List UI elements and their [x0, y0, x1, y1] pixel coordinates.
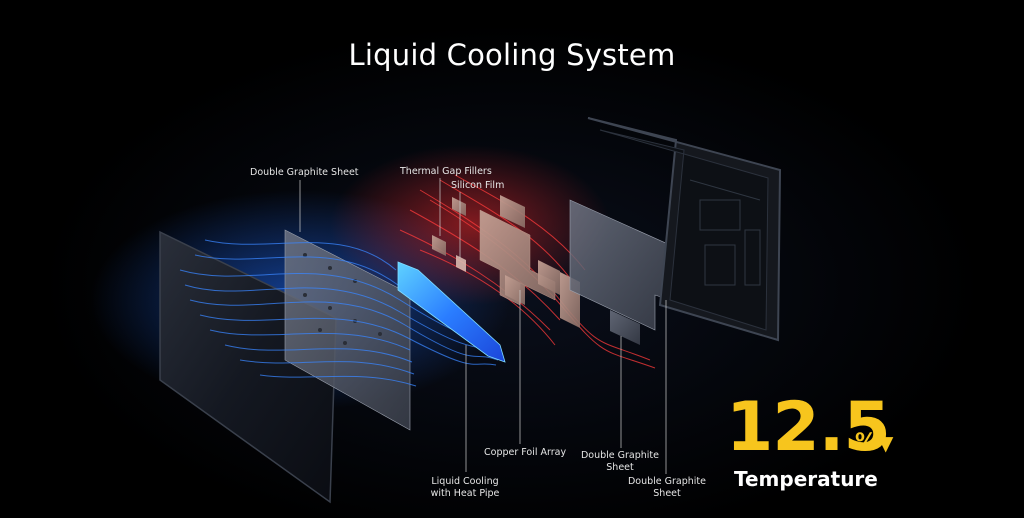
silicon-film: [456, 255, 466, 272]
label-silicon-film: Silicon Film: [451, 180, 505, 191]
label-liquid-cooling: Liquid Cooling with Heat Pipe: [420, 476, 510, 500]
page-title: Liquid Cooling System: [348, 38, 676, 72]
thermal-gap-filler: [432, 235, 446, 256]
label-double-graphite-sheet-right-line1: Double Graphite: [627, 476, 707, 487]
leader-lines: [299, 178, 667, 474]
thermal-gap-filler: [452, 197, 466, 216]
double-graphite-sheet-small: [610, 310, 640, 345]
label-liquid-cooling-line2: with Heat Pipe: [430, 488, 500, 499]
temperature-stat: 12.5 % ▼ Temperature: [726, 388, 926, 498]
label-liquid-cooling-line1: Liquid Cooling: [431, 476, 499, 487]
phone-rear-inner: [599, 129, 769, 331]
label-double-graphite-sheet-mid-line2: Sheet: [606, 462, 634, 473]
label-thermal-gap-fillers: Thermal Gap Fillers: [400, 166, 492, 177]
label-double-graphite-sheet-right-line2: Sheet: [653, 488, 681, 499]
copper-foil-piece: [500, 195, 525, 228]
double-graphite-sheet-left: [284, 229, 411, 431]
graphite-sheet-holes: [303, 253, 382, 345]
temperature-value: 12.5: [726, 388, 891, 467]
double-graphite-sheet-mid: [569, 199, 671, 331]
label-double-graphite-sheet-right: Double Graphite Sheet: [622, 476, 712, 500]
label-copper-foil-array: Copper Foil Array: [484, 447, 567, 458]
copper-foil-piece: [538, 260, 560, 295]
liquid-cooling-heat-pipe: [397, 261, 506, 363]
phone-internal-details: [689, 179, 761, 286]
label-double-graphite-sheet-mid-line1: Double Graphite: [580, 450, 660, 461]
temperature-unit: %: [855, 430, 878, 455]
temperature-label: Temperature: [734, 467, 878, 491]
label-double-graphite-sheet-left: Double Graphite Sheet: [250, 167, 359, 178]
label-double-graphite-sheet-mid: Double Graphite Sheet: [575, 450, 665, 474]
triangle-down-icon: ▼: [878, 431, 894, 455]
